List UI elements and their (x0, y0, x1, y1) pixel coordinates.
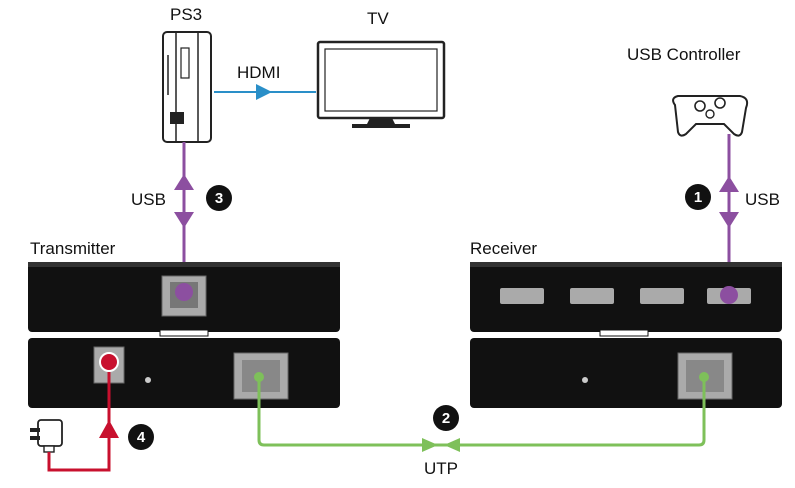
gamepad-icon (672, 95, 749, 137)
usb-right-label: USB (745, 190, 780, 209)
power-adapter-icon (30, 419, 63, 453)
transmitter-label: Transmitter (30, 239, 116, 258)
receiver-top-unit (470, 262, 782, 337)
tv-label: TV (367, 9, 389, 28)
ps3-console-icon (162, 31, 212, 143)
transmitter-bottom-unit (28, 338, 340, 408)
utp-cable (257, 377, 706, 452)
hdmi-arrow (256, 84, 272, 100)
transmitter-top-unit (28, 262, 340, 337)
step-1-badge: 1 (685, 184, 711, 210)
utp-label: UTP (424, 459, 458, 478)
ps3-label: PS3 (170, 5, 203, 24)
hdmi-label: HDMI (237, 63, 281, 82)
receiver-label: Receiver (470, 239, 538, 258)
step-4-badge: 4 (128, 424, 154, 450)
tv-icon (316, 40, 446, 128)
step-3-badge: 3 (206, 185, 232, 211)
receiver-bottom-unit (470, 338, 782, 408)
power-cable (47, 372, 119, 472)
step-2-badge: 2 (433, 405, 459, 431)
usb-left-label: USB (131, 190, 166, 209)
usb-controller-label: USB Controller (627, 45, 741, 64)
